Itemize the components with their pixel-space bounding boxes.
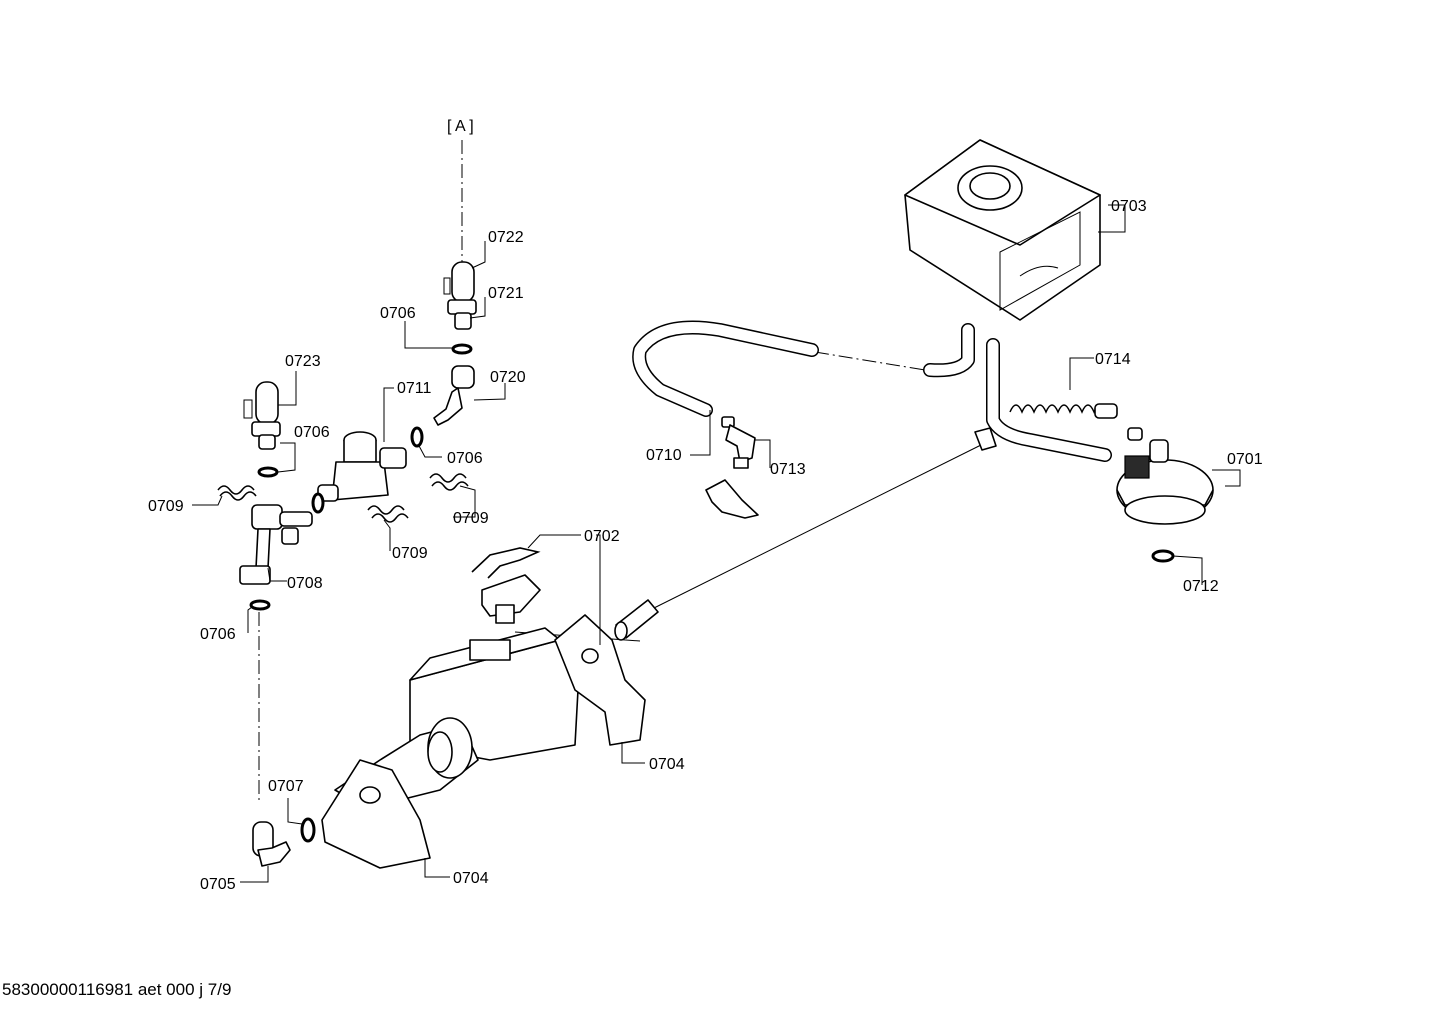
callout-0722: 0722 — [488, 229, 524, 246]
callout-0702: 0702 — [584, 528, 620, 545]
document-reference: 58300000116981 aet 000 j 7/9 — [2, 980, 232, 999]
elbow-0720 — [433, 365, 475, 426]
elbow-0713 — [721, 416, 756, 469]
callout-0721: 0721 — [488, 285, 524, 302]
valve-0723 — [243, 381, 281, 450]
heater-unit-0701 — [1116, 427, 1214, 525]
o-ring-0706a — [451, 343, 473, 355]
leader-lines — [192, 204, 1241, 883]
callout-0706: 0706 — [200, 626, 236, 643]
axis-line-pump-to-tank — [649, 442, 986, 611]
callout-0701: 0701 — [1227, 451, 1263, 468]
clip-bracket-0710 — [705, 479, 759, 519]
hose-0714 — [986, 338, 1118, 462]
o-ring-0706b — [410, 426, 424, 448]
hose-0710 — [632, 320, 819, 417]
clip-0709c — [367, 505, 409, 523]
callout-0703: 0703 — [1111, 198, 1147, 215]
hose-segment-pump — [614, 599, 659, 641]
o-ring-0712 — [1151, 549, 1175, 563]
clip-0709a — [217, 485, 257, 501]
o-ring-0706-mid — [311, 492, 325, 514]
t-piece-0711 — [317, 431, 407, 502]
elbow-0705 — [252, 821, 291, 867]
callout-0709: 0709 — [453, 510, 489, 527]
callout-0723: 0723 — [285, 353, 321, 370]
callout-0712: 0712 — [1183, 578, 1219, 595]
callout-0710: 0710 — [646, 447, 682, 464]
o-ring-0706c — [257, 466, 279, 478]
callout-0705: 0705 — [200, 876, 236, 893]
callout-0709: 0709 — [148, 498, 184, 515]
callout-0706: 0706 — [447, 450, 483, 467]
callout-0704: 0704 — [649, 756, 685, 773]
callout-0713: 0713 — [770, 461, 806, 478]
callout-0720: 0720 — [490, 369, 526, 386]
callout-0706: 0706 — [380, 305, 416, 322]
hose-tank-outlet — [923, 323, 975, 378]
o-ring-0707 — [300, 817, 316, 843]
valve-0722 — [443, 261, 477, 330]
callout-0709: 0709 — [392, 545, 428, 562]
callout-0704: 0704 — [453, 870, 489, 887]
reference-label: [ A ] — [447, 118, 474, 135]
o-ring-0706d — [249, 599, 271, 611]
fitting-0708 — [239, 504, 313, 585]
callout-0714: 0714 — [1095, 351, 1131, 368]
callout-0711: 0711 — [397, 380, 432, 397]
clip-0709b — [429, 473, 469, 491]
callout-0708: 0708 — [287, 575, 323, 592]
axis-line-hose — [814, 351, 926, 371]
pump-assembly — [321, 614, 646, 869]
water-tank-0703 — [904, 139, 1101, 321]
bracket-0702 — [471, 547, 541, 624]
callout-0707: 0707 — [268, 778, 304, 795]
hose-clip — [974, 427, 997, 451]
callout-0706: 0706 — [294, 424, 330, 441]
